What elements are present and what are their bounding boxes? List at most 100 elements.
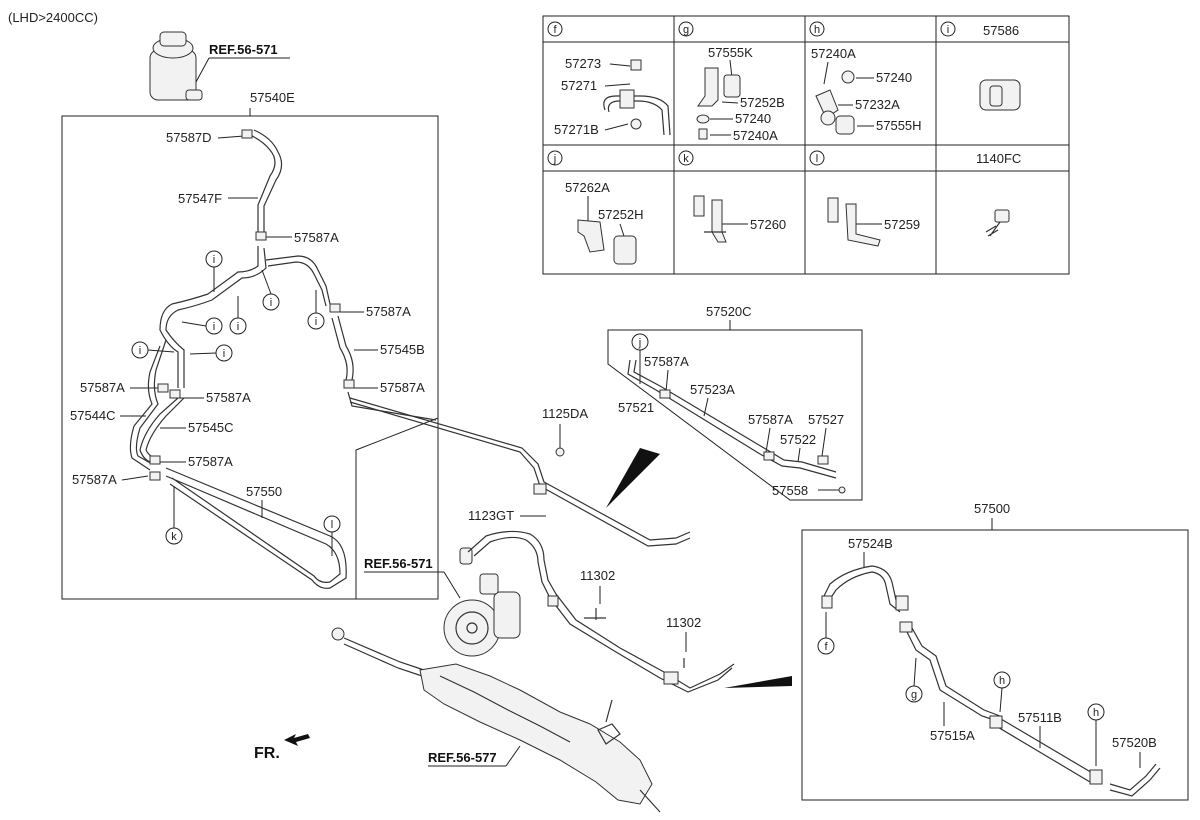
legend-f-label-1: 57273 xyxy=(565,56,601,71)
part-57587A-a: 57587A xyxy=(294,230,339,245)
part-57587A-i: 57587A xyxy=(748,412,793,427)
part-57511B: 57511B xyxy=(1018,710,1062,725)
svg-text:l: l xyxy=(816,153,818,165)
legend-j-label-2: 57252H xyxy=(598,207,644,222)
legend-cell-l-key: l xyxy=(809,150,825,166)
return-tube-57520C xyxy=(627,359,846,494)
part-57587A-h: 57587A xyxy=(644,354,689,369)
part-57523A: 57523A xyxy=(690,382,735,397)
power-steering-pump xyxy=(443,547,521,657)
front-arrow-icon xyxy=(284,734,310,746)
clip-bushing-icon xyxy=(979,79,1021,111)
callout-h-2: h xyxy=(1087,703,1105,766)
callout-i-2: i xyxy=(261,269,280,311)
bracket-k-icon xyxy=(693,195,727,243)
part-57544C: 57544C xyxy=(70,408,116,423)
part-11302-a: 11302 xyxy=(580,568,615,583)
callout-g: g xyxy=(905,657,923,703)
svg-text:j: j xyxy=(638,337,641,349)
part-57587A-e: 57587A xyxy=(206,390,251,405)
reservoir-assembly xyxy=(149,31,203,101)
part-57545C: 57545C xyxy=(188,420,234,435)
callout-l: l xyxy=(323,515,341,556)
svg-text:i: i xyxy=(270,297,272,309)
legend-cell-h-key: h xyxy=(809,21,825,37)
ref-56-571-top: REF.56-571 xyxy=(209,42,278,57)
callout-i-1: i xyxy=(205,250,223,292)
callout-i-3: i xyxy=(307,290,325,330)
legend-g-label-1: 57555K xyxy=(708,45,753,60)
part-57521: 57521 xyxy=(618,400,654,415)
svg-text:i: i xyxy=(947,24,949,36)
legend-g-label-4: 57240A xyxy=(733,128,778,143)
svg-text:i: i xyxy=(315,316,317,328)
legend-g-label-2: 57252B xyxy=(740,95,785,110)
part-1125DA: 1125DA xyxy=(542,406,588,421)
tube-57520B xyxy=(1109,763,1161,797)
svg-text:h: h xyxy=(999,675,1005,687)
legend-f-label-3: 57271B xyxy=(554,122,599,137)
part-57587A-g: 57587A xyxy=(72,472,117,487)
part-57587A-b: 57587A xyxy=(366,304,411,319)
svg-text:i: i xyxy=(223,348,225,360)
part-57545B: 57545B xyxy=(380,342,425,357)
legend-cell-j-key: j xyxy=(547,150,563,166)
legend-g-label-3: 57240 xyxy=(735,111,771,126)
steering-gear-rack xyxy=(331,627,661,813)
legend-l-label-1: 57259 xyxy=(884,217,920,232)
part-57522: 57522 xyxy=(780,432,816,447)
part-57527: 57527 xyxy=(808,412,844,427)
svg-text:k: k xyxy=(171,531,177,543)
part-57587D: 57587D xyxy=(166,130,212,145)
svg-text:i: i xyxy=(237,321,239,333)
legend-f-label-2: 57271 xyxy=(561,78,597,93)
bracket-j-icon xyxy=(577,219,637,265)
part-57520C: 57520C xyxy=(706,304,752,319)
part-57558: 57558 xyxy=(772,483,808,498)
legend-cell-f-key: f xyxy=(547,21,563,37)
part-57524B: 57524B xyxy=(848,536,893,551)
return-tube-57515A xyxy=(899,621,1001,723)
svg-text:g: g xyxy=(683,24,689,36)
svg-text:j: j xyxy=(553,153,556,165)
pressure-hose-57524B xyxy=(821,565,909,613)
legend-table: f g h i 57586 j k l 1140FC 57273 57 xyxy=(542,15,1070,275)
legend-h-label-2: 57240 xyxy=(876,70,912,85)
left-hose-lines xyxy=(129,129,437,589)
part-57587A-d: 57587A xyxy=(80,380,125,395)
variant-label: (LHD>2400CC) xyxy=(8,10,98,25)
callout-i-6: i xyxy=(131,341,175,359)
legend-j-label-1: 57262A xyxy=(565,180,610,195)
part-57540E: 57540E xyxy=(250,90,295,105)
bracket-icon xyxy=(696,67,741,140)
part-11302-b: 11302 xyxy=(666,615,701,630)
svg-text:f: f xyxy=(553,24,557,36)
part-57515A: 57515A xyxy=(930,728,975,743)
legend-cell-i-title: 57586 xyxy=(983,23,1019,38)
callout-j: j xyxy=(631,333,649,384)
legend-h-label-3: 57232A xyxy=(855,97,900,112)
part-57500: 57500 xyxy=(974,501,1010,516)
svg-text:g: g xyxy=(911,689,917,701)
legend-cell-i-key: i xyxy=(940,21,956,37)
bolt-icon xyxy=(985,209,1010,237)
svg-text:i: i xyxy=(139,345,141,357)
ref-56-577: REF.56-577 xyxy=(428,750,497,765)
legend-cell-g-key: g xyxy=(678,21,694,37)
part-1123GT: 1123GT xyxy=(468,508,514,523)
svg-text:i: i xyxy=(213,254,215,266)
pressure-hose-center xyxy=(349,397,735,693)
callout-i-5: i xyxy=(229,296,247,335)
legend-h-label-1: 57240A xyxy=(811,46,856,61)
hose-clamp-icon xyxy=(603,59,671,136)
bracket-l-icon xyxy=(827,197,881,247)
svg-text:k: k xyxy=(683,153,689,165)
grommet-icon xyxy=(815,70,855,135)
box-57500 xyxy=(801,529,1189,801)
pointer-wedge-2 xyxy=(724,676,792,688)
svg-text:h: h xyxy=(814,24,820,36)
svg-text:h: h xyxy=(1093,707,1099,719)
front-direction-label: FR. xyxy=(254,745,280,762)
box-57520C xyxy=(607,329,863,501)
pointer-wedge-1 xyxy=(606,448,660,508)
